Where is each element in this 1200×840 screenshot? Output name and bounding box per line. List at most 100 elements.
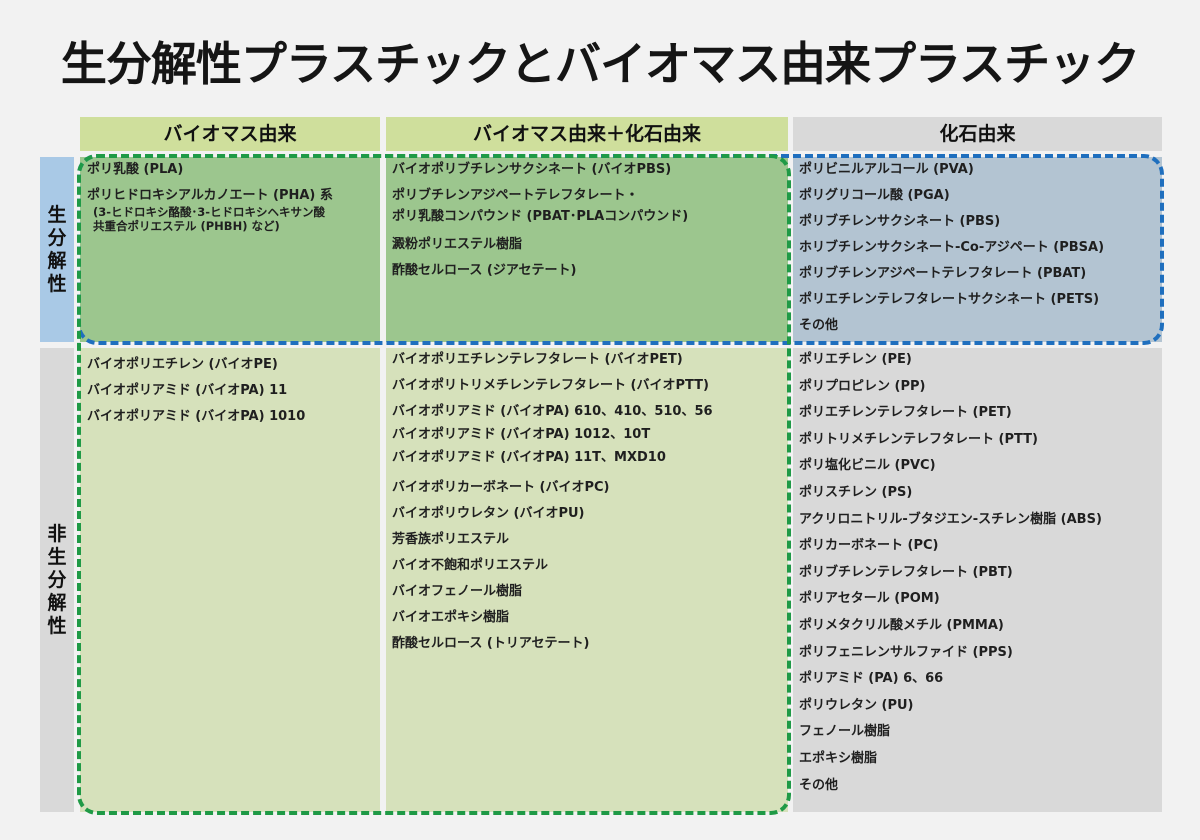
list-item: ポリブチレンテレフタレート (PBT) [799,564,1102,583]
list-item-label: ポリアセタール (POM) [799,591,940,607]
list-item-label: バイオポリエチレン (バイオPE) [87,357,278,372]
row-label-char: 生 [47,203,67,226]
list-item: ポリスチレン (PS) [799,484,1102,503]
list-item: バイオポリエチレン (バイオPE) [87,356,305,374]
list-item-label: ポリブチレンサクシネート (PBS) [799,214,1001,229]
list-item-label: ポリブチレンアジペートテレフタレート・ [392,188,639,203]
list-item: バイオポリアミド (バイオPA) 11 [87,382,305,400]
list-item: ポリエチレンテレフタレート (PET) [799,404,1102,423]
list-item-label: バイオポリトリメチレンテレフタレート (バイオPTT) [392,378,709,393]
list-item-label: ポリトリメチレンテレフタレート (PTT) [799,431,1038,447]
list-item-label: バイオエポキシ樹脂 [392,610,510,625]
list-item-label: ポリ塩化ビニル (PVC) [799,458,936,474]
list-item: アクリロニトリル-ブタジエン-スチレン樹脂 (ABS) [799,511,1102,530]
list-item: ポリブチレンサクシネート (PBS) [799,213,1104,231]
list-biodegradable-biomass-fossil: バイオポリブチレンサクシネート (バイオPBS) ポリブチレンアジペートテレフタレ… [392,161,688,280]
list-item: ポリ乳酸 (PLA) [87,161,333,179]
list-item-label: バイオポリアミド (バイオPA) 1010 [87,409,306,424]
list-item-label: 酢酸セルロース (トリアセテート) [392,636,590,651]
row-label-char: 解 [47,591,67,614]
list-item: バイオポリエチレンテレフタレート (バイオPET) [392,351,713,369]
list-item-label: バイオポリアミド (バイオPA) 11 [87,383,288,398]
list-item-label: ポリプロピレン (PP) [799,378,926,394]
row-label-char: 非 [47,522,67,545]
list-item-label: フェノール樹脂 [799,724,891,740]
row-label-char: 分 [47,568,67,591]
list-item-label: ホリブチレンサクシネート-Co-アジペート (PBSA) [799,240,1105,255]
row-label-char: 生 [47,545,67,568]
list-item-label: ポリヒドロキシアルカノエート (PHA) 系 [87,188,333,203]
list-item: バイオポリカーボネート (バイオPC) [392,479,713,497]
list-item: ポリ塩化ビニル (PVC) [799,457,1102,476]
list-item: ポリアミド (PA) 6、66 [799,670,1102,689]
list-item: ポリ乳酸コンパウンド (PBAT･PLAコンパウンド) [392,208,688,226]
list-item: ポリアセタール (POM) [799,590,1102,609]
list-item-sublabel: (3-ヒドロキシ酪酸･3-ヒドロキシヘキサン酸 [93,205,326,219]
column-header-biomass: バイオマス由来 [80,117,380,151]
list-item: フェノール樹脂 [799,723,1102,742]
list-item: その他 [799,317,1104,335]
list-item: ポリウレタン (PU) [799,697,1102,716]
list-item-label: ポリブチレンテレフタレート (PBT) [799,564,1013,580]
list-item-label: ポリビニルアルコール (PVA) [799,162,974,177]
cell-non-biodegradable-biomass [80,348,380,812]
cell-biodegradable-fossil [793,157,1162,342]
list-item: ポリエチレン (PE) [799,351,1102,370]
row-header-non-biodegradable: 非生分解性非生分解性 [40,348,74,812]
list-non-biodegradable-biomass: バイオポリエチレン (バイオPE) バイオポリアミド (バイオPA) 11 バイオポ… [87,356,305,426]
list-item-label: 酢酸セルロース (ジアセテート) [392,263,577,278]
list-item-label: ポリエチレンテレフタレートサクシネート (PETS) [799,292,1100,307]
list-item-label: ポリアミド (PA) 6、66 [799,671,944,687]
list-item: バイオポリブチレンサクシネート (バイオPBS) [392,161,688,179]
list-item: 澱粉ポリエステル樹脂 [392,236,688,254]
list-item-label: ポリカーボネート (PC) [799,538,939,554]
list-item: ポリフェニレンサルファイド (PPS) [799,644,1102,663]
list-item: バイオポリアミド (バイオPA) 1012、10T [392,426,713,444]
list-item-label: ポリスチレン (PS) [799,484,913,500]
list-item-label: 澱粉ポリエステル樹脂 [392,237,523,252]
list-item-label: バイオ不飽和ポリエステル [392,558,549,573]
column-header-biomass-fossil: バイオマス由来＋化石由来 [386,117,788,151]
list-item: バイオポリウレタン (バイオPU) [392,505,713,523]
list-item: バイオポリアミド (バイオPA) 1010 [87,408,305,426]
list-item: ホリブチレンサクシネート-Co-アジペート (PBSA) [799,239,1104,257]
list-item: その他 [799,777,1102,796]
row-label-char: 性 [47,272,67,295]
list-item-label: バイオフェノール樹脂 [392,584,523,599]
cell-non-biodegradable-biomass-fossil [386,348,788,812]
list-item-label: 芳香族ポリエステル [392,532,510,547]
list-item: ポリブチレンアジペートテレフタレート・ [392,187,688,205]
row-header-biodegradable: 生分解性生分解性 [40,157,74,342]
list-item: 芳香族ポリエステル [392,531,713,549]
list-item: バイオフェノール樹脂 [392,583,713,601]
list-item: ポリプロピレン (PP) [799,378,1102,397]
row-label-char: 性 [47,614,67,637]
list-item-sublabel: 共重合ポリエステル (PHBH) など) [93,219,280,233]
list-item-label: その他 [799,777,839,793]
list-non-biodegradable-fossil: ポリエチレン (PE) ポリプロピレン (PP) ポリエチレンテレフタレート (PE… [799,351,1102,795]
list-item-label: アクリロニトリル-ブタジエン-スチレン樹脂 (ABS) [799,511,1102,527]
list-item-label: バイオポリエチレンテレフタレート (バイオPET) [392,352,683,367]
list-item-label: バイオポリカーボネート (バイオPC) [392,480,610,495]
list-item: バイオポリトリメチレンテレフタレート (バイオPTT) [392,377,713,395]
cell-non-biodegradable-fossil [793,348,1162,812]
list-item: バイオ不飽和ポリエステル [392,557,713,575]
list-item: ポリブチレンアジペートテレフタレート (PBAT) [799,265,1104,283]
row-label-char: 解 [47,249,67,272]
list-item: バイオポリアミド (バイオPA) 610、410、510、56 [392,403,713,421]
list-item-label: ポリウレタン (PU) [799,697,914,713]
list-non-biodegradable-biomass-fossil: バイオポリエチレンテレフタレート (バイオPET) バイオポリトリメチレンテレフタ… [392,351,713,653]
list-item: ポリエチレンテレフタレートサクシネート (PETS) [799,291,1104,309]
list-biodegradable-biomass: ポリ乳酸 (PLA) ポリヒドロキシアルカノエート (PHA) 系 (3-ヒドロキシ… [87,161,333,233]
list-biodegradable-fossil: ポリビニルアルコール (PVA)ポリグリコール酸 (PGA)ポリブチレンサクシネ… [799,161,1104,335]
column-header-fossil: 化石由来 [793,117,1162,151]
page-title: 生分解性プラスチックとバイオマス由来プラスチック [60,37,1140,91]
list-item-label: バイオポリアミド (バイオPA) 1012、10T [392,427,651,442]
list-item: バイオポリアミド (バイオPA) 11T、MXD10 [392,449,713,467]
list-item: ポリトリメチレンテレフタレート (PTT) [799,431,1102,450]
list-item: エポキシ樹脂 [799,750,1102,769]
list-item-label: ポリエチレン (PE) [799,352,912,367]
cell-biodegradable-biomass-fossil [386,157,788,342]
list-item: 酢酸セルロース (トリアセテート) [392,635,713,653]
list-item-label: バイオポリアミド (バイオPA) 11T、MXD10 [392,450,666,465]
